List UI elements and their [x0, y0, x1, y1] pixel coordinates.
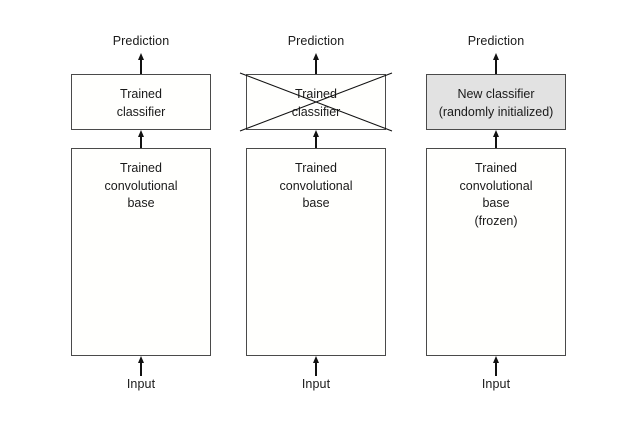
frozen-convolutional-base-box: Trained convolutional base (frozen): [426, 148, 566, 356]
trained-classifier-box: Trained classifier: [246, 74, 386, 130]
trained-classifier-box-text: Trained classifier: [72, 86, 210, 121]
box-line: (randomly initialized): [438, 104, 554, 119]
new-classifier-box: New classifier (randomly initialized): [426, 74, 566, 130]
diagram-column-2: Prediction Trained classifier Trained co…: [221, 0, 411, 428]
diagram-column-1: Prediction Trained classifier Trained co…: [46, 0, 236, 428]
trained-convolutional-base-box-text: Trained convolutional base: [72, 160, 210, 213]
input-label: Input: [126, 377, 156, 391]
prediction-label: Prediction: [467, 34, 525, 48]
input-label: Input: [301, 377, 331, 391]
box-line: classifier: [291, 104, 341, 119]
box-line: Trained: [295, 87, 337, 101]
trained-convolutional-base-box-text: Trained convolutional base: [247, 160, 385, 213]
prediction-label: Prediction: [287, 34, 345, 48]
trained-classifier-box-text: Trained classifier: [247, 86, 385, 121]
diagram-column-3: Prediction New classifier (randomly init…: [401, 0, 591, 428]
box-line: base: [127, 196, 155, 210]
box-line: New classifier: [457, 87, 535, 101]
box-line: Trained: [120, 161, 162, 175]
frozen-convolutional-base-box-text: Trained convolutional base (frozen): [427, 160, 565, 230]
input-label: Input: [481, 377, 511, 391]
new-classifier-box-text: New classifier (randomly initialized): [427, 86, 565, 121]
box-line: base: [302, 196, 330, 210]
box-line: convolutional: [104, 178, 178, 193]
trained-classifier-box: Trained classifier: [71, 74, 211, 130]
box-line: Trained: [475, 161, 517, 175]
box-line: classifier: [116, 104, 166, 119]
trained-convolutional-base-box: Trained convolutional base: [71, 148, 211, 356]
trained-convolutional-base-box: Trained convolutional base: [246, 148, 386, 356]
box-line: Trained: [120, 87, 162, 101]
prediction-label: Prediction: [112, 34, 170, 48]
box-line: Trained: [295, 161, 337, 175]
box-line: base: [482, 196, 510, 210]
box-line: convolutional: [279, 178, 353, 193]
box-line: (frozen): [474, 213, 518, 228]
box-line: convolutional: [459, 178, 533, 193]
